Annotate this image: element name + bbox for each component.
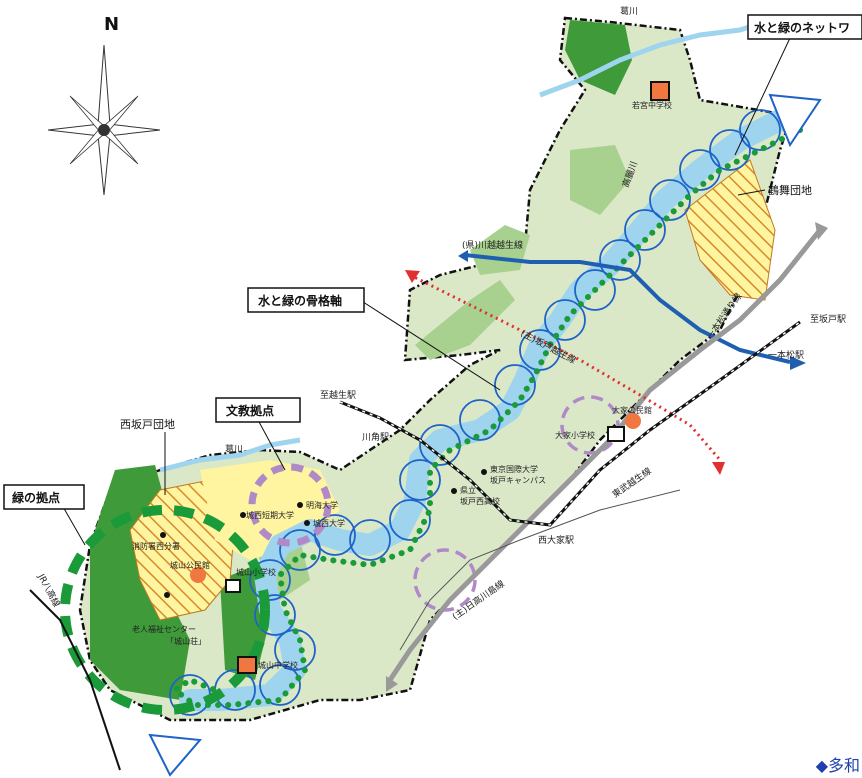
district-area <box>78 16 792 722</box>
ipponmatsu-station-label: 一本松駅 <box>768 349 804 361</box>
tokyo-kokusai-campus-label: 坂戸キャンパス <box>490 475 546 485</box>
tsurumai-label: 鶴舞団地 <box>768 183 812 197</box>
shiroyama-jh-label: 城山中学校 <box>258 660 298 670</box>
kawagoe-ogose-label: (県)川越越生線 <box>462 239 523 251</box>
forest-north <box>565 20 632 95</box>
kenritsu-dot <box>451 488 457 494</box>
shiroyama-kominkan-label: 城山公民館 <box>170 560 210 570</box>
compass-rose-icon: N <box>47 14 161 196</box>
axis-callout: 水と緑の骨格軸 <box>247 287 365 313</box>
kuzugawa-top-label: 葛川 <box>620 5 638 17</box>
rojin-label: 老人福祉センター <box>132 624 196 634</box>
josai-tandai-label: 城西短期大学 <box>246 510 294 520</box>
kenritsu-label: 県立 <box>460 485 476 495</box>
meikai-dot <box>297 502 303 508</box>
kuzugawa-left-label: 葛川 <box>225 443 243 455</box>
rojin-name-label: 「城山荘」 <box>166 636 206 646</box>
wakamiya-jh-marker <box>650 81 670 101</box>
shiroyama-jh-marker <box>237 656 257 674</box>
josai-dot <box>304 520 310 526</box>
tsurumai-danchi-area <box>684 159 776 301</box>
ohya-hub-ring <box>560 395 620 455</box>
svg-text:水と緑のネットワ: 水と緑のネットワ <box>754 20 850 35</box>
shiroyama-es-label: 城山小学校 <box>236 567 276 577</box>
network-triangle-west <box>148 733 203 777</box>
kuzugawa-river-left <box>159 437 301 473</box>
nishisakado-label: 西坂戸団地 <box>120 418 175 431</box>
wakamiya-jh-label: 若宮中学校 <box>632 100 672 110</box>
kawagoe-ogose-road <box>464 253 791 364</box>
to-ogose-label: 至越生駅 <box>320 389 356 401</box>
culture-callout: 文教拠点 <box>215 397 301 423</box>
tobu-tojo-label: 東武越生線 <box>610 465 654 501</box>
ohya-es-label: 大家小学校 <box>555 430 595 440</box>
tokyo-kokusai-dot <box>481 469 487 475</box>
compass-north-label: N <box>104 14 119 35</box>
to-sakado-label: 至坂戸駅 <box>810 314 846 325</box>
kawakado-station-label: 川角駅 <box>362 431 389 443</box>
josai-tandai-dot <box>240 512 246 518</box>
jr-hachiko-railway <box>29 589 121 771</box>
hidaka-kawajima-road <box>399 489 681 651</box>
kenritsu-school-label: 坂戸西高校 <box>460 496 500 506</box>
shobo-label: 消防署西分署 <box>132 541 180 551</box>
green-hub-ring <box>60 505 270 715</box>
forest-light-1 <box>570 145 630 215</box>
rojin-dot <box>164 592 170 598</box>
forest-light-2 <box>415 280 515 360</box>
kuzugawa-river-top <box>539 17 771 98</box>
forest-light-3 <box>470 225 530 275</box>
ohya-kominkan-marker <box>625 413 641 429</box>
ohya-es-marker <box>607 426 625 442</box>
shiroyama-es-marker <box>225 579 241 593</box>
josai-label: 城西大学 <box>313 518 345 528</box>
ipponmatsu-road <box>387 228 822 682</box>
tokyo-kokusai-label: 東京国際大学 <box>490 464 538 474</box>
tobu-tojo-railway-ties <box>339 321 801 526</box>
shobo-dot <box>160 532 166 538</box>
network-triangle-east <box>768 93 822 148</box>
water-green-axis-dots <box>169 127 803 708</box>
network-callout: 水と緑のネットワ <box>747 14 862 40</box>
callout-leaders <box>61 37 791 546</box>
ohya-kominkan-label: 大家公民館 <box>612 405 652 415</box>
footer-text: ◆多和 <box>815 756 860 775</box>
svg-text:水と緑の骨格軸: 水と緑の骨格軸 <box>258 293 342 308</box>
svg-text:緑の拠点: 緑の拠点 <box>12 490 60 505</box>
meikai-label: 明海大学 <box>306 500 338 510</box>
nishiohya-station-label: 西大家駅 <box>538 534 574 546</box>
water-green-network-rings <box>169 109 781 716</box>
jr-hachiko-label: JR八高線 <box>35 571 63 609</box>
sakado-ogose-red-axis <box>409 273 722 461</box>
green-callout: 緑の拠点 <box>3 484 85 510</box>
shiroyama-kominkan-marker <box>190 567 206 583</box>
culture-hub-ring <box>248 463 332 547</box>
svg-text:文教拠点: 文教拠点 <box>226 403 274 418</box>
